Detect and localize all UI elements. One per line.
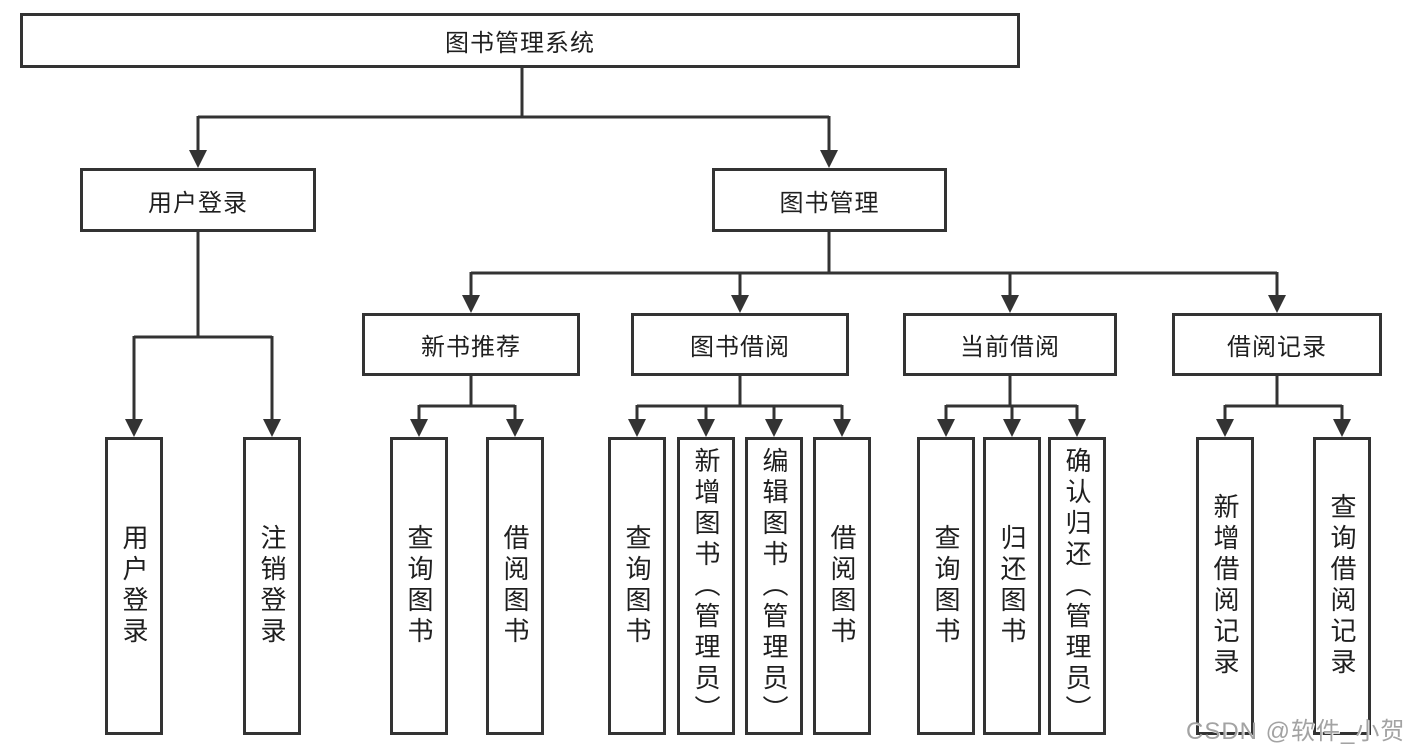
- node-book-management: 图书管理: [712, 168, 947, 232]
- leaf-label: 借阅图书: [500, 524, 530, 648]
- leaf-add-borrow-record: 新增借阅记录: [1196, 437, 1254, 735]
- leaf-label: 查询图书: [622, 524, 652, 648]
- leaf-borrow-books-recommend: 借阅图书: [486, 437, 544, 735]
- node-new-book-recommend: 新书推荐: [362, 313, 580, 376]
- leaf-user-login: 用户登录: [105, 437, 163, 735]
- leaf-return-books: 归还图书: [983, 437, 1041, 735]
- leaf-label: 注销登录: [257, 524, 287, 648]
- leaf-query-books-current: 查询图书: [917, 437, 975, 735]
- node-label: 图书借阅: [690, 334, 790, 361]
- node-label: 图书管理: [779, 189, 880, 217]
- arrowheads: [125, 150, 1351, 437]
- leaf-label: 编辑图书（管理员）: [759, 446, 789, 726]
- leaf-label: 确认归还（管理员）: [1062, 446, 1092, 726]
- node-label: 新书推荐: [421, 334, 521, 361]
- connector-lines: [132, 68, 1344, 420]
- leaf-label: 归还图书: [997, 524, 1027, 648]
- leaf-add-books-admin: 新增图书（管理员）: [677, 437, 735, 735]
- node-library-management-system: 图书管理系统: [20, 13, 1020, 68]
- leaf-query-books-borrow: 查询图书: [608, 437, 666, 735]
- leaf-confirm-return-admin: 确认归还（管理员）: [1048, 437, 1106, 735]
- node-label: 当前借阅: [960, 334, 1060, 361]
- leaf-label: 新增借阅记录: [1210, 493, 1240, 679]
- leaf-label: 借阅图书: [827, 524, 857, 648]
- leaf-edit-books-admin: 编辑图书（管理员）: [745, 437, 803, 735]
- leaf-label: 查询图书: [931, 524, 961, 648]
- leaf-label: 新增图书（管理员）: [691, 446, 721, 726]
- csdn-watermark: CSDN @软件_小贺同学: [1186, 718, 1405, 745]
- node-label: 借阅记录: [1227, 334, 1327, 361]
- node-user-login: 用户登录: [80, 168, 316, 232]
- node-label: 图书管理系统: [445, 30, 595, 57]
- leaf-query-books-recommend: 查询图书: [390, 437, 448, 735]
- node-current-borrow: 当前借阅: [903, 313, 1117, 376]
- node-label: 用户登录: [148, 189, 248, 217]
- leaf-query-borrow-record: 查询借阅记录: [1313, 437, 1371, 735]
- leaf-logout: 注销登录: [243, 437, 301, 735]
- leaf-label: 用户登录: [119, 524, 149, 648]
- leaf-borrow-books: 借阅图书: [813, 437, 871, 735]
- leaf-label: 查询借阅记录: [1327, 493, 1357, 679]
- node-book-borrow: 图书借阅: [631, 313, 849, 376]
- node-borrow-records: 借阅记录: [1172, 313, 1382, 376]
- leaf-label: 查询图书: [404, 524, 434, 648]
